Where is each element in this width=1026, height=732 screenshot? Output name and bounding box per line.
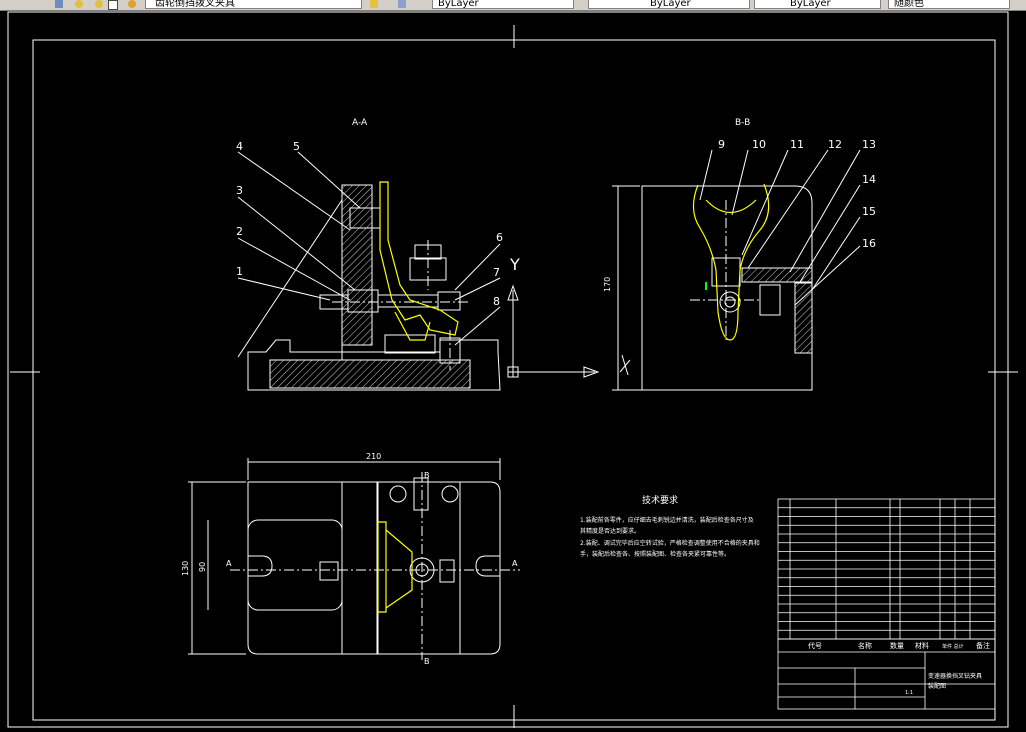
section-b-title: B-B <box>735 118 750 128</box>
leaders-b <box>699 149 861 306</box>
part-label-9: 9 <box>718 138 725 151</box>
top-view[interactable] <box>188 458 520 660</box>
workpiece-top[interactable] <box>377 521 413 613</box>
tech-requirements: 技术要求 1.装配前各零件，应仔细去毛刺锐边并清洗，装配后检查各尺寸及 其精度是… <box>580 494 760 558</box>
layer-icon[interactable] <box>55 0 63 8</box>
lamp-icon[interactable] <box>95 0 103 8</box>
part-labels-a: 4 5 3 2 1 6 7 8 <box>236 140 503 308</box>
lineweight-value: ByLayer <box>790 0 831 9</box>
toolbar: 齿轮倒挡拨叉夹具 ByLayer ByLayer ByLayer 随颜色 <box>0 0 1026 11</box>
file-tab-label: 齿轮倒挡拨叉夹具 <box>155 0 235 9</box>
part-label-15: 15 <box>862 205 876 218</box>
drawing-title: 变速器换挡叉钻夹具 <box>928 672 982 680</box>
part-label-13: 13 <box>862 138 876 151</box>
parts-list <box>777 498 996 640</box>
color-square-icon[interactable] <box>108 0 118 10</box>
section-a-view[interactable] <box>247 184 501 391</box>
view-b-bottom-label: B <box>424 657 430 666</box>
dim-210: 210 <box>366 452 381 461</box>
workpiece-section-b[interactable] <box>692 183 770 341</box>
part-label-14: 14 <box>862 173 876 186</box>
part-label-11: 11 <box>790 138 804 151</box>
dim-170: 170 <box>603 277 612 292</box>
plotstyle-value: 随颜色 <box>894 0 924 9</box>
part-label-7: 7 <box>493 266 500 279</box>
header-remark: 备注 <box>976 641 990 650</box>
linetype-value: ByLayer <box>650 0 691 9</box>
header-material: 材料 <box>915 641 929 650</box>
part-label-12: 12 <box>828 138 842 151</box>
dim-130: 130 <box>181 561 190 576</box>
part-label-6: 6 <box>496 231 503 244</box>
layer-states-icon[interactable] <box>398 0 406 8</box>
tech-req-line-3: 2.装配、调试完毕后应空转试验，严格检查调整使用不合格的夹具和 <box>580 539 760 547</box>
outer-frame <box>7 11 1009 728</box>
plotstyle-dropdown[interactable] <box>888 0 1010 9</box>
part-label-4: 4 <box>236 140 243 153</box>
tech-req-line-2: 其精度是否达到要求。 <box>580 527 640 535</box>
color-dropdown[interactable] <box>432 0 574 9</box>
header-code: 代号 <box>808 641 822 650</box>
tech-req-line-1: 1.装配前各零件，应仔细去毛刺锐边并清洗，装配后检查各尺寸及 <box>580 516 754 524</box>
lineweight-dropdown[interactable] <box>754 0 881 9</box>
color-value: ByLayer <box>438 0 479 9</box>
section-b-view[interactable] <box>612 185 813 391</box>
header-weight: 单件 总计 <box>942 643 964 650</box>
workpiece-section-a[interactable] <box>379 181 459 341</box>
lock-icon[interactable] <box>128 0 136 8</box>
header-name: 名称 <box>858 641 872 650</box>
drawing-canvas[interactable]: 4 5 3 2 1 6 7 8 A-A Y <box>0 11 1026 732</box>
view-a-left-label: A <box>226 559 232 568</box>
view-a-right-label: A <box>512 559 518 568</box>
centering-marks <box>10 25 1018 728</box>
ucs-icon <box>507 284 600 378</box>
part-label-16: 16 <box>862 237 876 250</box>
tech-req-line-4: 手，装配后检查各、按照装配图、检查各夹紧可靠性等。 <box>580 550 730 558</box>
title-block <box>777 638 996 710</box>
view-b-top-label: B <box>424 471 430 480</box>
tech-req-title: 技术要求 <box>642 494 678 506</box>
axis-y-label: Y <box>509 255 520 274</box>
layer-dropdown[interactable] <box>145 0 362 9</box>
part-label-8: 8 <box>493 295 500 308</box>
title-block-text: 代号 名称 数量 材料 单件 总计 备注 变速器换挡叉钻夹具 装配图 1:1 <box>808 641 990 696</box>
section-a-title: A-A <box>352 118 368 128</box>
part-label-3: 3 <box>236 184 243 197</box>
header-qty: 数量 <box>890 641 904 650</box>
layer-previous-icon[interactable] <box>370 0 378 8</box>
inner-frame <box>32 39 996 721</box>
top-view-labels: 210 130 90 A A B B <box>181 452 518 666</box>
part-label-2: 2 <box>236 225 243 238</box>
part-labels-b: 9 10 11 12 13 14 15 16 <box>718 138 876 250</box>
dim-90: 90 <box>198 562 207 572</box>
sun-icon[interactable] <box>75 0 83 8</box>
drawing-subtitle: 装配图 <box>928 682 946 690</box>
linetype-dropdown[interactable] <box>588 0 750 9</box>
scale-value: 1:1 <box>905 690 913 696</box>
part-label-5: 5 <box>293 140 300 153</box>
part-label-10: 10 <box>752 138 766 151</box>
part-label-1: 1 <box>236 265 243 278</box>
leaders-a <box>237 151 501 358</box>
